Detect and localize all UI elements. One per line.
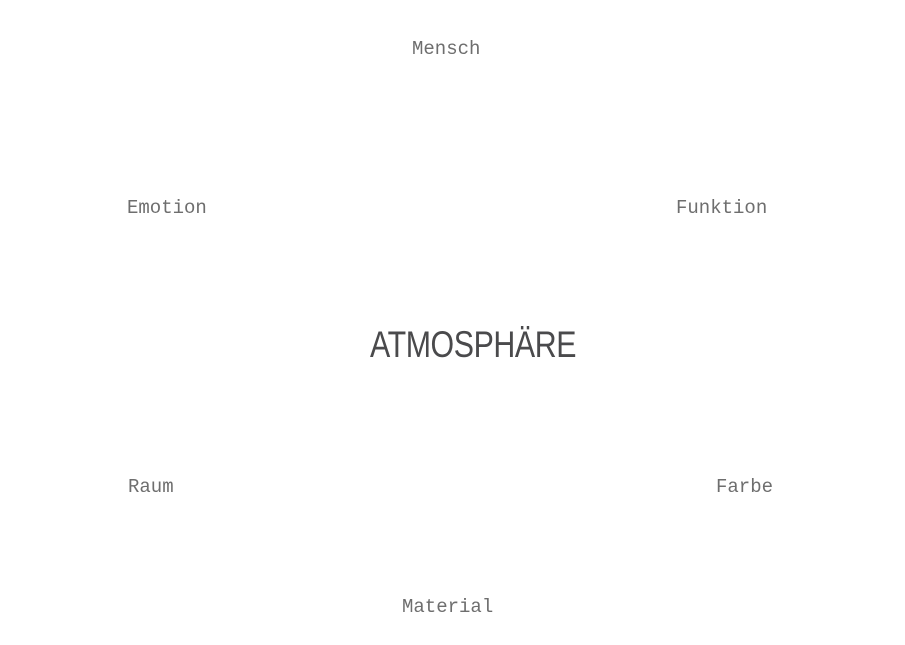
term-mensch: Mensch <box>412 38 481 60</box>
center-title: ATMOSPHÄRE <box>370 324 577 365</box>
term-emotion: Emotion <box>127 197 207 219</box>
term-material: Material <box>402 596 494 618</box>
term-farbe: Farbe <box>716 476 774 498</box>
term-funktion: Funktion <box>676 197 768 219</box>
term-raum: Raum <box>128 476 174 498</box>
